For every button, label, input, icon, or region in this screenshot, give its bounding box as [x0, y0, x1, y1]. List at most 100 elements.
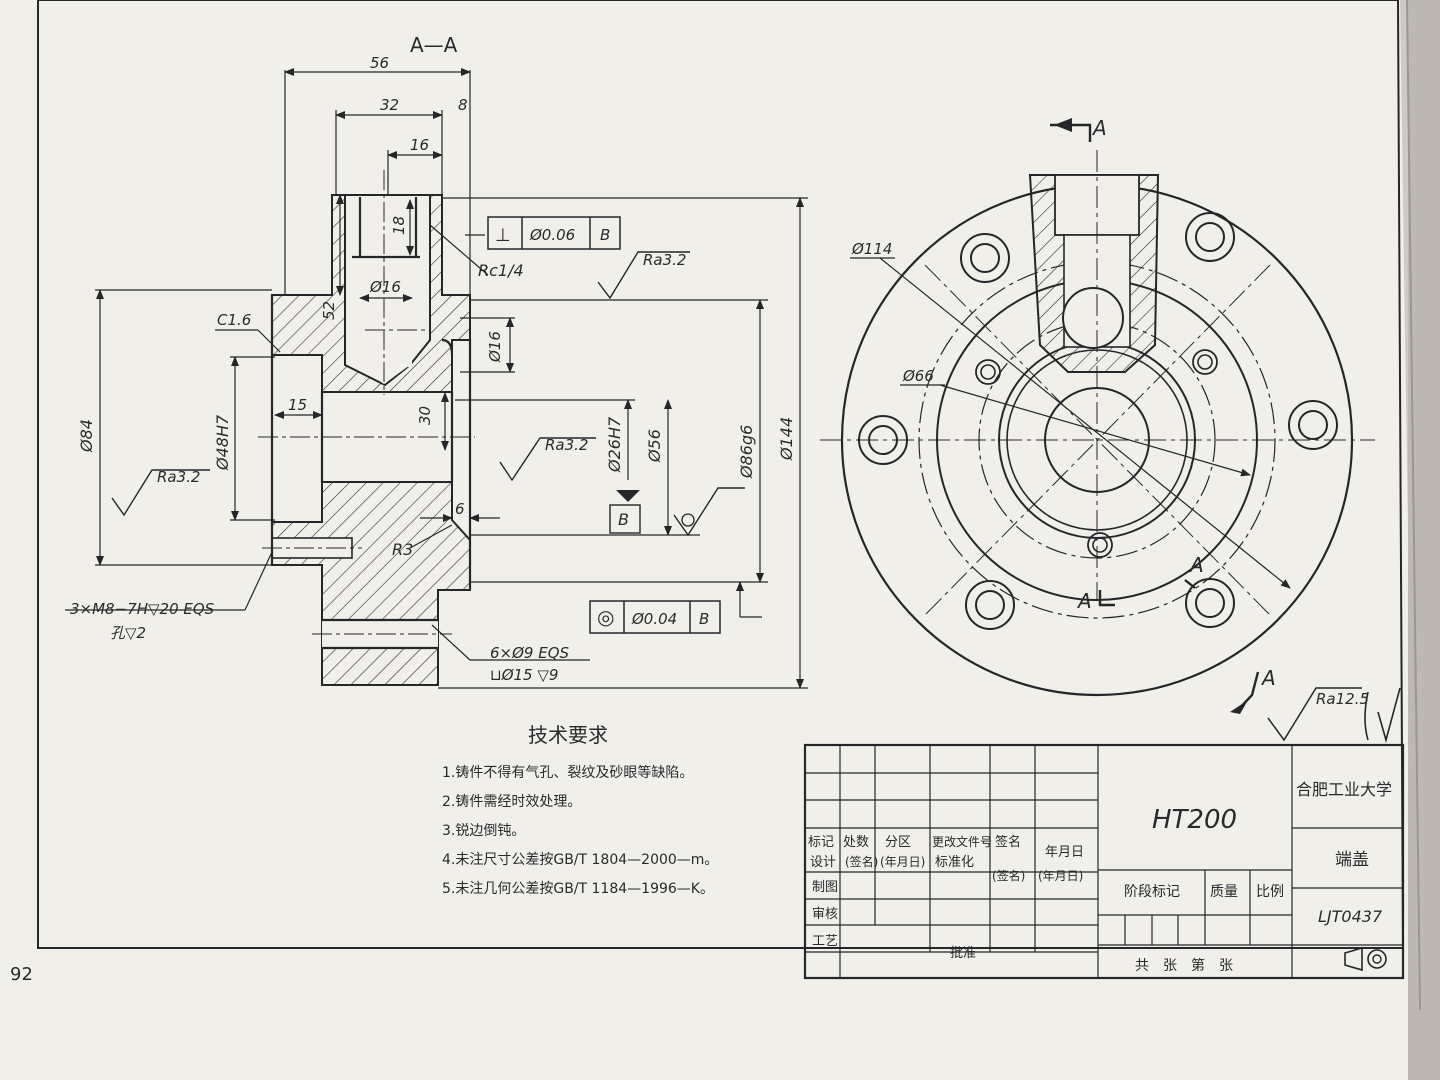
- dim-30: 30: [416, 406, 434, 425]
- tech-heading: 技术要求: [528, 723, 608, 747]
- dim-15: 15: [288, 396, 307, 414]
- tech-item-1: 1.铸件不得有气孔、裂纹及砂眼等缺陷。: [442, 764, 693, 781]
- gdt-datum-perp: B: [600, 226, 610, 244]
- dim-dia16-side: Ø16: [486, 331, 504, 363]
- gdt-frame-perpendicularity: [487, 216, 621, 250]
- datum-label: B: [618, 510, 629, 529]
- roughness-general: Ra12.5: [1316, 690, 1369, 708]
- hdr-zone: 分区: [885, 835, 911, 850]
- scale-label: 比例: [1256, 884, 1284, 900]
- projection-symbol: [1344, 946, 1387, 972]
- holes-note-1: 6×Ø9 EQS: [490, 644, 570, 662]
- roughness-circle: [681, 513, 695, 527]
- cut-label-right: A: [1188, 553, 1204, 577]
- dim-dia66: Ø66: [902, 367, 934, 385]
- hdr-change-doc: 更改文件号: [932, 834, 992, 849]
- dim-dia86: Ø86g6: [737, 425, 756, 479]
- port-plan-drill: [1062, 287, 1124, 349]
- dim-16: 16: [410, 136, 429, 154]
- gdt-datum-conc: B: [699, 610, 709, 628]
- roughness-symbol-process: [673, 487, 745, 537]
- bolt-hole-ring: [858, 415, 908, 465]
- dim-56: 56: [370, 54, 389, 72]
- cut-label-bottom: A: [1260, 666, 1276, 690]
- dim-18: 18: [390, 216, 408, 235]
- roughness-mid: Ra3.2: [545, 436, 588, 454]
- tech-item-5: 5.未注几何公差按GB/T 1184—1996—K。: [442, 881, 714, 897]
- gdt-symbol-conc: ◎: [597, 605, 614, 629]
- tech-item-3: 3.锐边倒钝。: [442, 823, 525, 839]
- tech-requirements: 技术要求 1.铸件不得有气孔、裂纹及砂眼等缺陷。 2.铸件需经时效处理。 3.锐…: [442, 723, 718, 897]
- tech-item-2: 2.铸件需经时效处理。: [442, 794, 581, 810]
- title-block-frame: [803, 743, 1405, 980]
- plan-leaders: [850, 257, 1291, 589]
- roughness-symbol-mid: [499, 437, 596, 482]
- dim-chamfer: C1.6: [217, 311, 251, 329]
- roughness-symbol-top: [597, 251, 690, 300]
- dim-dia56: Ø56: [645, 429, 664, 463]
- cut-mark-center: [1098, 590, 1115, 607]
- dim-52: 52: [320, 301, 338, 320]
- section-title: A—A: [410, 33, 458, 57]
- port-rc14: [348, 197, 428, 257]
- hdr-mark: 标记: [808, 835, 834, 850]
- design-standard: 标准化: [935, 855, 974, 870]
- mass-label: 质量: [1210, 884, 1238, 900]
- bolt-hole-ring: [1288, 400, 1338, 450]
- bolt-hole-core: [975, 590, 1005, 620]
- bolt-hole-core: [1195, 588, 1225, 618]
- threaded-holes: [975, 349, 1218, 558]
- page-edge-shadow: [1408, 0, 1440, 1080]
- bolt-hole-core: [868, 425, 898, 455]
- hdr-sign: 签名: [995, 834, 1021, 850]
- roughness-left: Ra3.2: [157, 468, 200, 486]
- dim-dia144: Ø144: [777, 417, 796, 461]
- design-sign: (签名): [845, 854, 878, 869]
- gdt-tol-perp: Ø0.06: [529, 226, 575, 244]
- roughness-top: Ra3.2: [643, 251, 686, 269]
- bore-48: [275, 357, 319, 520]
- design-std-date: (年月日): [1038, 869, 1083, 883]
- school-name: 合肥工业大学: [1296, 780, 1392, 799]
- row-process: 工艺: [812, 934, 838, 949]
- roughness-bracket: [1364, 687, 1401, 743]
- cut-label-top: A: [1091, 116, 1107, 140]
- roughness-general-symbol: [1267, 687, 1362, 742]
- dim-dia16-port: Ø16: [369, 278, 401, 296]
- thread-hole-outer: [1087, 532, 1113, 558]
- drawing-number: LJT0437: [1318, 907, 1383, 926]
- hdr-date: 年月日: [1045, 845, 1084, 860]
- design-date: (年月日): [880, 855, 925, 869]
- dim-dia84: Ø84: [77, 419, 96, 453]
- dim-32: 32: [380, 96, 399, 114]
- centre-lines: [258, 170, 475, 635]
- page-gutter: [1406, 0, 1421, 1011]
- stage-mark: 阶段标记: [1124, 884, 1180, 900]
- holes-note-2: ⊔Ø15 ▽9: [490, 666, 558, 684]
- gdt-symbol-perp: ⊥: [495, 225, 511, 246]
- cut-label-center: A: [1076, 589, 1092, 613]
- dim-dia114: Ø114: [851, 240, 892, 258]
- design-std-sign: (签名): [992, 868, 1025, 883]
- approve-label: 批准: [950, 946, 976, 961]
- tech-item-4: 4.未注尺寸公差按GB/T 1804—2000—m。: [442, 852, 718, 868]
- page-number: 92: [10, 964, 33, 985]
- thread-hole-inner: [980, 364, 996, 380]
- thread-hole-inner: [1092, 537, 1108, 553]
- gdt-frame-concentricity: [589, 600, 721, 634]
- sheet-count: 共 张 第 张: [1135, 957, 1233, 974]
- roughness-symbol-left: [111, 469, 210, 517]
- part-name: 端盖: [1335, 850, 1369, 870]
- section-view: A—A 56 32 8 16 18 Ø16 52 C1.6 Ø16 30 Ø84…: [65, 33, 808, 689]
- hdr-count: 处数: [843, 835, 869, 850]
- thread-note-2: 孔▽2: [110, 624, 146, 642]
- bolt-hole-ring: [960, 233, 1010, 283]
- plan-centre-lines: [820, 150, 1375, 616]
- dim-r3: R3: [392, 540, 413, 559]
- datum-box: [609, 504, 641, 534]
- material: HT200: [1152, 805, 1237, 835]
- drill-tip: [356, 365, 410, 384]
